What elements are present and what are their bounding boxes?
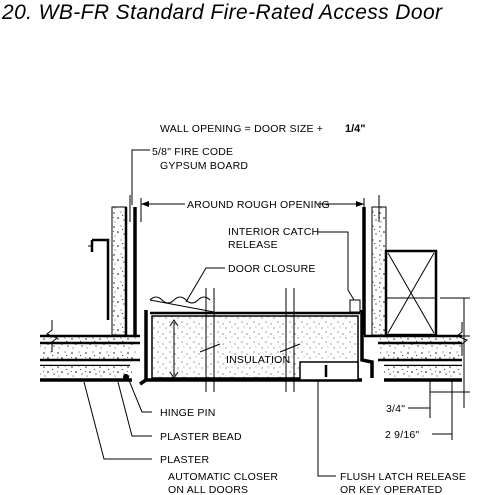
- left-gypsum-board: [111, 206, 127, 336]
- door-frame-left: [139, 310, 148, 386]
- gypsum-label-line1: 5/8" FIRE CODE: [152, 146, 233, 158]
- rod-break-2: [279, 343, 301, 353]
- hinge-pin-dot: [123, 374, 129, 380]
- door-closure-arm: [149, 299, 215, 313]
- plaster-bead-label: PLASTER BEAD: [160, 431, 242, 443]
- plaster-label: PLASTER: [160, 454, 209, 466]
- swing-dim-arrows: [169, 319, 179, 379]
- dim-leader-lines: [429, 380, 453, 440]
- closer-label-line1: AUTOMATIC CLOSER: [168, 471, 278, 483]
- latch-leader: [317, 380, 336, 477]
- door-closure-label: DOOR CLOSURE: [228, 263, 316, 275]
- right-plaster-layer: [384, 366, 462, 380]
- catch-leader: [318, 231, 355, 301]
- latch-label-line2: OR KEY OPERATED: [340, 484, 443, 495]
- interior-catch-block: [349, 299, 361, 313]
- left-break-line: [46, 320, 58, 352]
- catch-label-line1: INTERIOR CATCH: [228, 226, 319, 238]
- wall-opening-label: WALL OPENING = DOOR SIZE +: [160, 123, 323, 135]
- left-ceiling-plaster: [40, 336, 136, 360]
- rough-opening-arrow-left: [141, 201, 149, 207]
- catch-label-line2: RELEASE: [228, 239, 278, 251]
- rod-break-1: [199, 343, 221, 353]
- right-ceiling-plaster: [380, 336, 462, 360]
- closer-label-line2: ON ALL DOORS: [168, 484, 248, 495]
- left-plaster-layer: [40, 366, 132, 380]
- plaster-leader: [83, 381, 152, 460]
- dim-large-label: 2 9/16": [385, 429, 419, 441]
- door-frame-right: [360, 310, 374, 378]
- right-break-line: [456, 322, 468, 356]
- door-closure-spring: [149, 296, 211, 304]
- door-closure-leader: [185, 267, 225, 303]
- plaster-bead-leader: [117, 381, 152, 437]
- hinge-pin-label: HINGE PIN: [160, 407, 215, 419]
- insulation-label: INSULATION: [226, 354, 290, 366]
- stud-cross-b: [387, 252, 435, 334]
- hinge-pin-leader: [127, 377, 152, 413]
- flush-latch-box: [299, 361, 359, 381]
- dim-small-label: 3/4": [386, 403, 405, 415]
- wall-opening-fraction: 1/4": [345, 123, 366, 135]
- gypsum-label-line2: GYPSUM BOARD: [160, 160, 248, 172]
- latch-label-line1: FLUSH LATCH RELEASE: [340, 471, 466, 483]
- right-gypsum-board: [371, 206, 387, 336]
- rough-opening-arrow-right: [356, 201, 364, 207]
- left-bracket: [90, 238, 110, 320]
- drawing-title: 20. WB-FR Standard Fire-Rated Access Doo…: [1, 1, 443, 24]
- rough-opening-label: AROUND ROUGH OPENING: [187, 199, 330, 211]
- gypsum-leader: [131, 149, 150, 205]
